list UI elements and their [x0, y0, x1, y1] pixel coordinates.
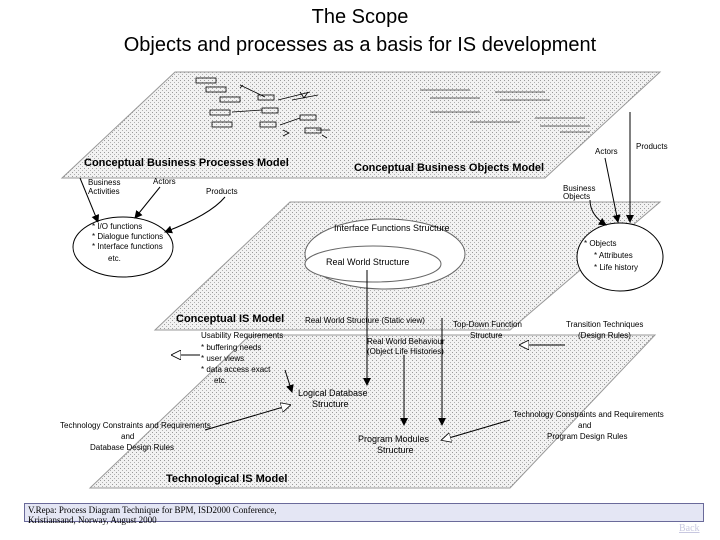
usability-line-1: Usability Requirements — [201, 331, 283, 340]
title-line-1: The Scope — [311, 6, 409, 28]
top-plane — [60, 71, 662, 179]
middle-plane-label: Conceptual IS Model — [176, 313, 284, 325]
arrow-tech-left — [204, 405, 290, 431]
transition-label-1: Transition Techniques — [566, 320, 643, 329]
left-ellipse-line-2: * Dialogue functions — [92, 232, 163, 241]
behaviour-label-2: (Object Life Histories) — [367, 347, 444, 356]
left-ellipse — [72, 216, 174, 278]
arrow-business-objects — [589, 199, 607, 226]
top-plane-right-label: Conceptual Business Objects Model — [354, 162, 544, 174]
right-ellipse-line-3: * Life history — [594, 263, 638, 272]
tech-right-line-2: and — [578, 421, 591, 430]
business-objects-label-2: Objects — [563, 192, 590, 201]
program-modules-label-1: Program Modules — [358, 434, 430, 444]
title-line-2: Objects and processes as a basis for IS … — [123, 34, 597, 56]
topdown-label-1: Top-Down Function — [453, 320, 522, 329]
business-objects-label-1: Business — [563, 184, 595, 193]
topdown-label-2: Structure — [470, 331, 503, 340]
arrows — [79, 112, 634, 440]
program-modules-label-2: Structure — [377, 445, 414, 455]
arrow-actors-right — [604, 157, 621, 223]
right-ellipse-line-2: * Attributes — [594, 251, 633, 260]
usability-line-5: etc. — [214, 376, 227, 385]
left-ellipse-line-4: etc. — [108, 254, 121, 263]
logical-db-label-1: Logical Database — [298, 388, 368, 398]
footer-line-1: V.Repa: Process Diagram Technique for BP… — [28, 505, 277, 515]
behaviour-label-1: Real World Behaviour — [367, 337, 445, 346]
usability-line-2: * buffering needs — [201, 343, 261, 352]
tech-left-line-1: Technology Constraints and Requirements — [60, 421, 211, 430]
objects-diagram-sketch — [420, 89, 590, 133]
top-actors-label: Actors — [595, 147, 618, 156]
arrow-business-activities — [79, 177, 100, 223]
bottom-plane-label: Technological IS Model — [166, 473, 287, 485]
tech-left-line-2: and — [121, 432, 134, 441]
right-ellipse — [576, 222, 664, 292]
top-plane-left-label: Conceptual Business Processes Model — [84, 157, 289, 169]
static-view-label: Real World Structure (Static view) — [305, 316, 425, 325]
usability-line-4: * data access exact — [201, 365, 271, 374]
bottom-plane — [88, 334, 657, 489]
interface-functions-label: Interface Functions Structure — [334, 223, 450, 233]
tech-right-line-1: Technology Constraints and Requirements — [513, 410, 664, 419]
business-activities-label-1: Business — [88, 178, 120, 187]
tech-left-line-3: Database Design Rules — [90, 443, 174, 452]
arrow-usability-to-db — [284, 369, 294, 393]
tech-right-line-3: Program Design Rules — [547, 432, 627, 441]
right-ellipse-line-1: * Objects — [584, 239, 616, 248]
footer-citation: V.Repa: Process Diagram Technique for BP… — [24, 503, 704, 525]
arrow-actors-left — [134, 186, 161, 219]
business-activities-label-2: Activities — [88, 187, 120, 196]
top-products-label: Products — [636, 142, 668, 151]
left-ellipse-line-3: * Interface functions — [92, 242, 163, 251]
logical-db-label-2: Structure — [312, 399, 349, 409]
footer-line-2: Kristiansand, Norway, August 2000 — [28, 515, 157, 525]
real-world-ellipse — [304, 245, 442, 283]
real-world-structure-label: Real World Structure — [326, 257, 409, 267]
process-diagram-sketch — [195, 77, 330, 139]
transition-label-2: (Design Rules) — [578, 331, 631, 340]
usability-line-3: * user views — [201, 354, 244, 363]
left-products-label: Products — [206, 187, 238, 196]
arrow-products-left — [164, 196, 226, 234]
program-modules-box — [352, 428, 438, 456]
left-actors-label: Actors — [153, 177, 176, 186]
arrow-tech-right — [442, 419, 511, 440]
left-ellipse-line-1: * I/O functions — [92, 222, 142, 231]
back-link[interactable]: Back — [679, 523, 700, 534]
